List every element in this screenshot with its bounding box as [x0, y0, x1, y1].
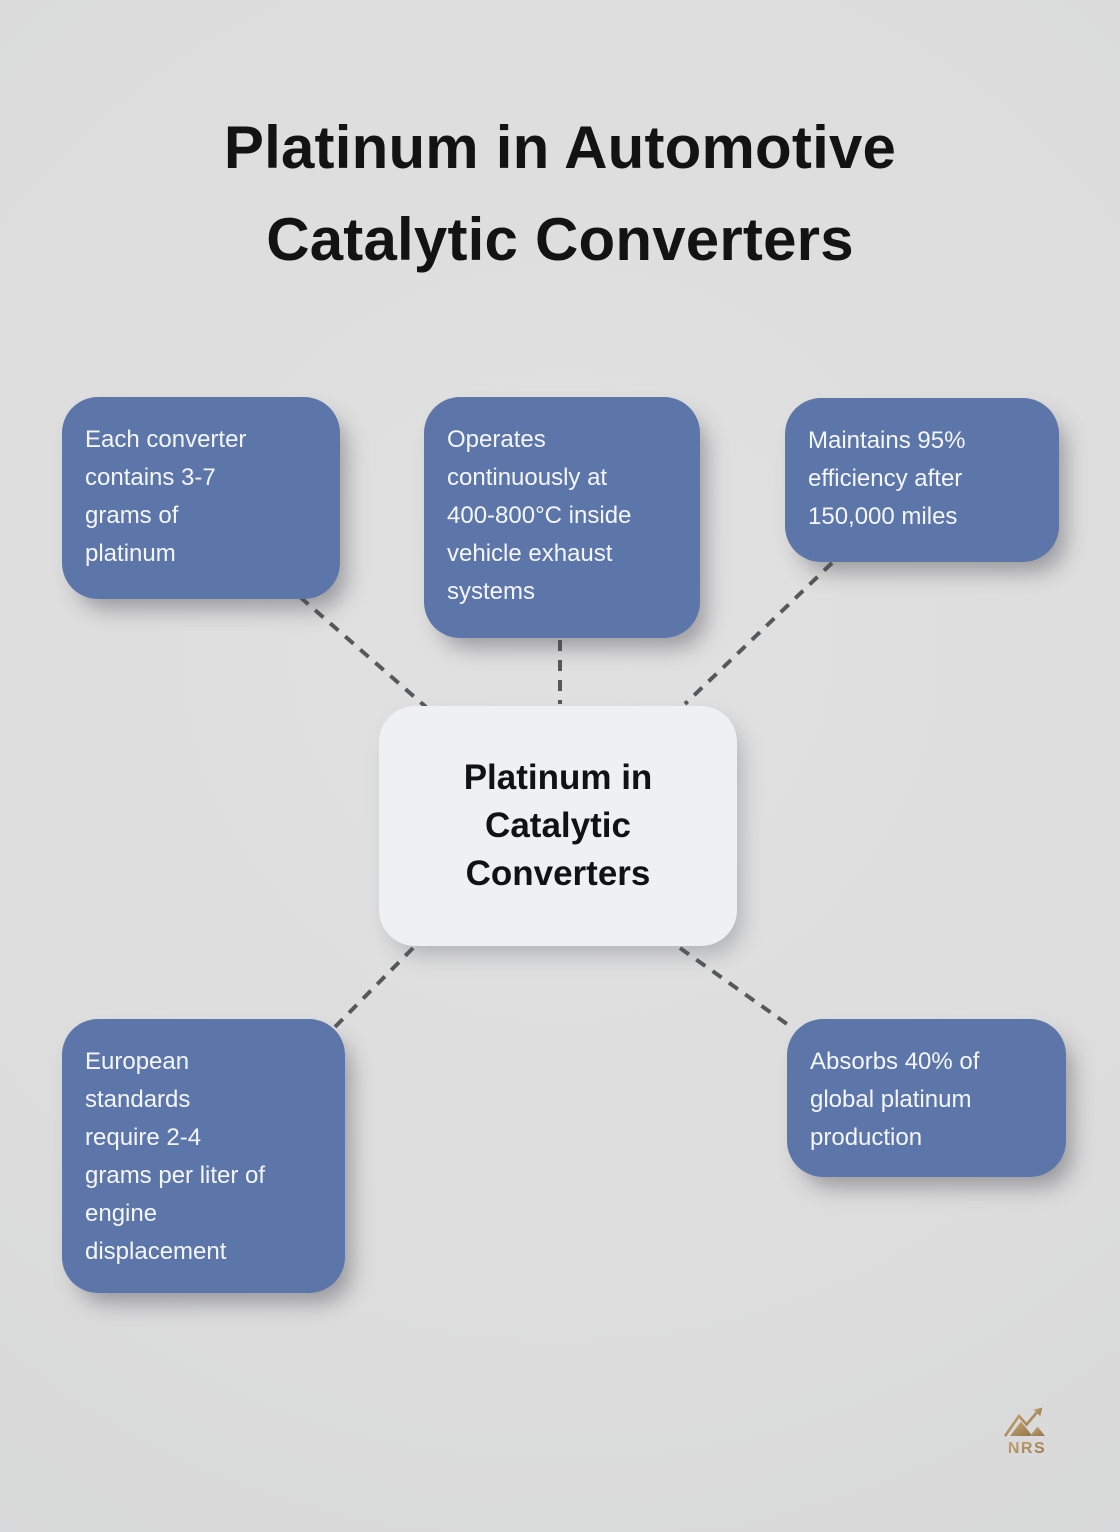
fact-node-bottom-right: Absorbs 40% of global platinum productio… [787, 1019, 1066, 1177]
connector-top-right [683, 561, 834, 706]
fact-text-top-left: Each converter contains 3-7 grams of pla… [85, 426, 247, 567]
brand-logo-text: NRS [1008, 1440, 1046, 1457]
fact-text-top-center: Operates continuously at 400-800°C insid… [447, 426, 632, 605]
page-title-line2: Catalytic Converters [266, 206, 854, 273]
page-title: Platinum in Automotive Catalytic Convert… [0, 102, 1120, 286]
fact-node-top-left: Each converter contains 3-7 grams of pla… [62, 397, 340, 599]
fact-node-bottom-left: European standards require 2-4 grams per… [62, 1019, 345, 1293]
central-topic-text: Platinum in Catalytic Converters [463, 758, 653, 893]
brand-logo: NRS [1002, 1406, 1052, 1460]
connector-top-left [298, 595, 428, 709]
central-topic-node: Platinum in Catalytic Converters [379, 706, 737, 946]
fact-text-bottom-left: European standards require 2-4 grams per… [85, 1048, 266, 1265]
fact-text-bottom-right: Absorbs 40% of global platinum productio… [810, 1048, 980, 1151]
mountain-arrow-icon: NRS [1003, 1407, 1046, 1457]
fact-node-top-center: Operates continuously at 400-800°C insid… [424, 397, 700, 638]
connector-bottom-left [329, 946, 415, 1033]
page-title-line1: Platinum in Automotive [223, 114, 897, 181]
fact-text-top-right: Maintains 95% efficiency after 150,000 m… [808, 427, 966, 530]
fact-node-top-right: Maintains 95% efficiency after 150,000 m… [785, 398, 1059, 562]
connector-bottom-right [678, 946, 796, 1031]
